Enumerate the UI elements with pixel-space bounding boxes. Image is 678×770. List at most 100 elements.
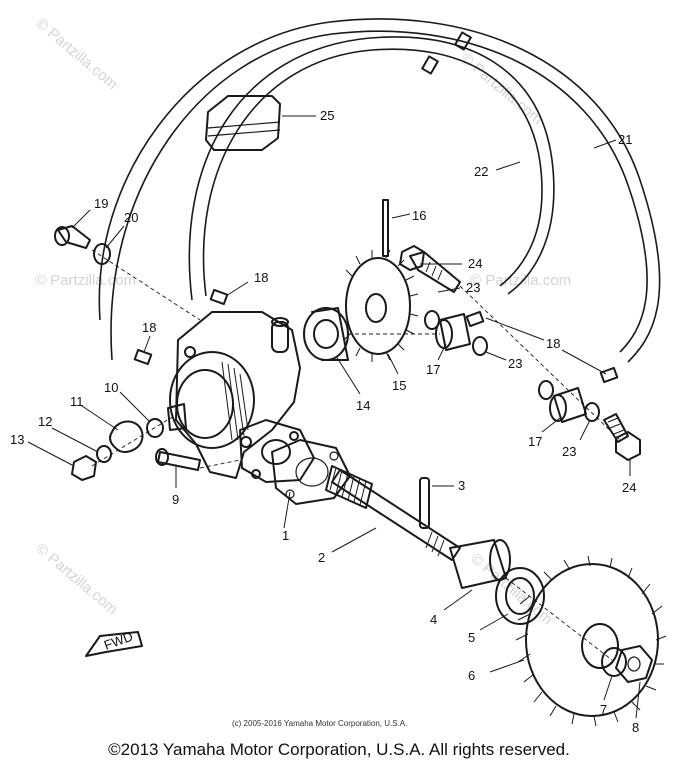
hose-joint-top-a [454, 31, 472, 51]
callout-23-middle: 23 [508, 356, 522, 371]
worm-gear-2-threads [329, 467, 367, 506]
leader-8 [635, 681, 641, 719]
gear-15-body [345, 257, 411, 355]
gear-15 [343, 249, 419, 362]
callout-4: 4 [430, 612, 437, 627]
callout-16: 16 [412, 208, 426, 223]
watermark-mid-left: © Partzilla.com [35, 272, 136, 289]
bearing-14-side [311, 307, 349, 361]
pin-3 [419, 477, 430, 529]
bolt-24-upper-head [399, 245, 425, 271]
washer-23-a [424, 310, 440, 330]
pump-mount-bore [261, 439, 291, 465]
leader-2 [331, 527, 377, 553]
screw-9-head [155, 448, 169, 466]
callout-25: 25 [320, 108, 334, 123]
pump-mount-hole-top [289, 431, 299, 441]
callout-6: 6 [468, 668, 475, 683]
hose-clamp-25 [205, 95, 281, 151]
callout-9: 9 [172, 492, 179, 507]
fitting-17-upper [439, 313, 471, 351]
gear-6-teeth [515, 555, 667, 727]
leader-23c [579, 419, 591, 441]
callout-3: 3 [458, 478, 465, 493]
leader-19 [71, 209, 91, 229]
hose-21-inner [110, 30, 648, 361]
leader-lines [27, 115, 641, 719]
align-nut-13 [91, 415, 175, 467]
gasket-1-hole-b [285, 489, 295, 499]
bolt-24-lower-threads [607, 417, 625, 435]
hose-joint-top-b [421, 55, 439, 75]
hose-end-18-right [599, 366, 619, 384]
gear-6-body [525, 563, 659, 717]
washer-7 [601, 647, 627, 677]
leader-5 [479, 613, 509, 631]
leader-18d [561, 349, 607, 375]
align-bolt-19 [91, 249, 201, 321]
fitting-17-lower [553, 387, 587, 423]
gasket-1-bore [295, 457, 329, 487]
fwd-arrow: FWD [85, 629, 143, 657]
gasket-1 [271, 439, 351, 505]
gear-15-hub [365, 293, 387, 323]
gear-6 [515, 555, 667, 727]
hose-22-inner [202, 48, 543, 297]
callout-24-upper: 24 [468, 256, 482, 271]
copyright-notice: ©2013 Yamaha Motor Corporation, U.S.A. A… [108, 740, 570, 759]
bushing-5-outer [495, 567, 545, 625]
watermark-bottom-left: © Partzilla.com [32, 540, 120, 618]
leader-14 [335, 355, 361, 395]
pump-shaft-stub [167, 403, 187, 431]
drive-shaft-2 [325, 465, 461, 561]
hose-22-outer [188, 36, 555, 301]
callout-12: 12 [38, 414, 52, 429]
leader-22 [495, 161, 521, 171]
callout-5: 5 [468, 630, 475, 645]
washer-23-d [584, 402, 600, 422]
leader-17a [437, 343, 447, 361]
gear-15-teeth [343, 249, 419, 362]
screw-9 [157, 451, 201, 471]
watermark-mid-right: © Partzilla.com [470, 272, 571, 289]
nut-13 [71, 455, 97, 481]
callout-11: 11 [70, 394, 84, 409]
washer-10 [146, 418, 164, 438]
callout-7: 7 [600, 702, 607, 717]
callout-17-lower: 17 [528, 434, 542, 449]
oil-pump-housing [167, 311, 315, 483]
pump-outlet-nipple [271, 321, 289, 353]
leader-11 [81, 405, 119, 431]
callout-1: 1 [282, 528, 289, 543]
callout-20: 20 [124, 210, 138, 225]
washer-23-c [538, 380, 554, 400]
leader-18c [485, 317, 545, 341]
inner-copyright: (c) 2005-2016 Yamaha Motor Corporation, … [232, 719, 407, 728]
gasket-1-hole-a [329, 451, 339, 461]
callout-24-lower: 24 [622, 480, 636, 495]
leader-15 [387, 353, 399, 375]
callout-21: 21 [618, 132, 632, 147]
nut-8 [615, 645, 653, 683]
bolt-24-lower-head [615, 431, 641, 461]
bolt-19-head [54, 226, 70, 246]
hose-end-18-left [209, 288, 229, 306]
pump-boss-2 [240, 436, 252, 448]
callout-23-upper: 23 [466, 280, 480, 295]
leader-4 [443, 589, 473, 611]
leader-13 [27, 441, 75, 467]
leader-1 [283, 491, 291, 529]
leader-12 [51, 427, 99, 453]
leader-23a [437, 287, 461, 293]
callout-18-top: 18 [254, 270, 268, 285]
nut-8-bore [627, 656, 641, 672]
callout-14: 14 [356, 398, 370, 413]
callout-19: 19 [94, 196, 108, 211]
pulley-11 [109, 420, 144, 453]
fitting-17-lower-face [549, 394, 567, 422]
bolt-24-lower [603, 413, 629, 443]
hose-clamp-25-band [207, 121, 281, 137]
pump-pulley-grooves [221, 361, 249, 441]
watermark-top-right: © Partzilla.com [457, 50, 545, 128]
worm-gear-2 [325, 465, 373, 509]
